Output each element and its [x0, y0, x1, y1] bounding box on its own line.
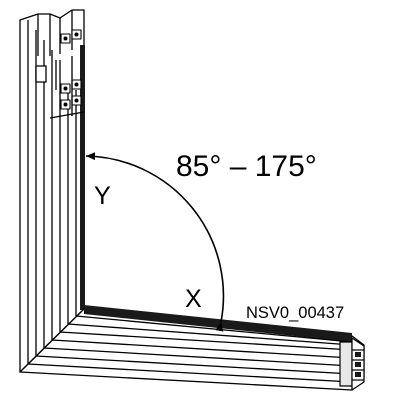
vertical-window — [35, 65, 47, 83]
vertical-busbar-section — [19, 9, 85, 373]
axis-x-label: X — [185, 285, 202, 313]
end-connector — [339, 337, 365, 391]
vertical-dark-channel — [80, 45, 85, 310]
vertical-bolt-centers — [63, 32, 79, 107]
drawing-number-label: NSV0_00437 — [246, 304, 345, 322]
axis-y-label: Y — [94, 182, 111, 210]
angle-arc — [85, 152, 225, 332]
angle-range-label: 85° – 175° — [176, 150, 317, 183]
